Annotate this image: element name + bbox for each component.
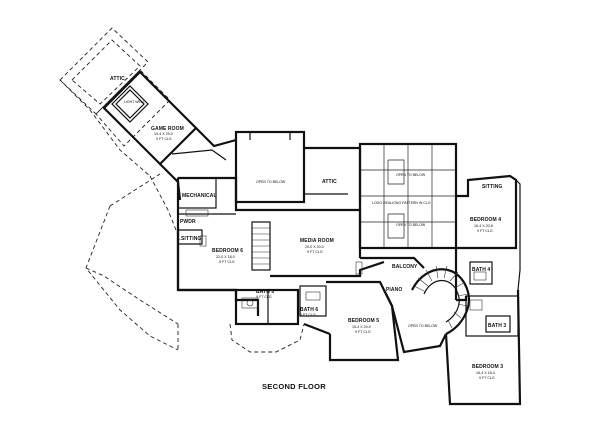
label-light-well: LIGHT WELL <box>124 100 145 104</box>
ceiling-bedroom-4: 9 FT CLG <box>477 229 493 233</box>
label-bath-3: BATH 3 <box>488 323 506 329</box>
label-sitting-w: SITTING <box>181 236 201 242</box>
label-open-to-below-4: OPEN TO BELOW <box>408 324 438 328</box>
label-mechanical: MECHANICAL <box>182 193 217 199</box>
label-sitting-ne: SITTING <box>482 184 502 190</box>
label-balcony: BALCONY <box>392 264 418 270</box>
label-open-to-below-1: OPEN TO BELOW <box>256 180 286 184</box>
curved-stair-treads <box>413 265 469 329</box>
label-bedroom-3: BEDROOM 3 <box>472 364 503 370</box>
dims-bedroom-5: 15-4 X 24-0 <box>352 325 371 329</box>
label-bath-4: BATH 4 <box>472 267 490 273</box>
label-attic-nw: ATTIC <box>110 76 125 82</box>
ceiling-game-room: 9 FT CLG <box>156 137 172 141</box>
main-walls <box>176 130 522 406</box>
dims-media-room: 20-0 X 20-0 <box>305 245 324 249</box>
dims-bedroom-4: 16-4 X 20-8 <box>474 224 493 228</box>
ceiling-bedroom-5: 9 FT CLG <box>355 330 371 334</box>
ceiling-bath-5: 9 FT CLG <box>256 295 272 299</box>
label-open-to-below-2: OPEN TO BELOW <box>396 173 426 177</box>
label-attic-center: ATTIC <box>322 179 337 185</box>
label-bath-6: BATH 6 <box>300 307 318 313</box>
label-pwdr: PWDR <box>180 219 196 225</box>
stair-treads <box>252 227 270 265</box>
floor-title: SECOND FLOOR <box>262 382 326 391</box>
ceiling-bedroom-6: 9 FT CLG <box>219 260 235 264</box>
label-grid-note: LOGO REALIGNO PATTERN IN CLG <box>372 201 431 205</box>
label-open-to-below-3: OPEN TO BELOW <box>396 223 426 227</box>
label-bedroom-5: BEDROOM 5 <box>348 318 379 324</box>
ceiling-bath-6: 9 FT CLG <box>300 313 316 317</box>
dims-bedroom-6: 22-0 X 18-0 <box>216 255 235 259</box>
label-bedroom-6: BEDROOM 6 <box>212 248 243 254</box>
label-game-room: GAME ROOM <box>151 126 184 132</box>
game-room-wing <box>102 70 237 201</box>
fixtures <box>185 209 487 311</box>
ceiling-grid <box>360 144 456 248</box>
dims-bedroom-3: 16-4 X 18-4 <box>476 371 495 375</box>
ceiling-bedroom-3: 9 FT CLG <box>479 376 495 380</box>
label-bath-5: BATH 5 <box>256 289 274 295</box>
label-media-room: MEDIA ROOM <box>300 238 334 244</box>
ceiling-media-room: 9 FT CLG <box>307 250 323 254</box>
dims-game-room: 19-4 X 29-0 <box>154 132 173 136</box>
label-piano: PIANO <box>386 287 402 293</box>
label-bedroom-4: BEDROOM 4 <box>470 217 501 223</box>
roof-outline-nw <box>59 27 181 351</box>
